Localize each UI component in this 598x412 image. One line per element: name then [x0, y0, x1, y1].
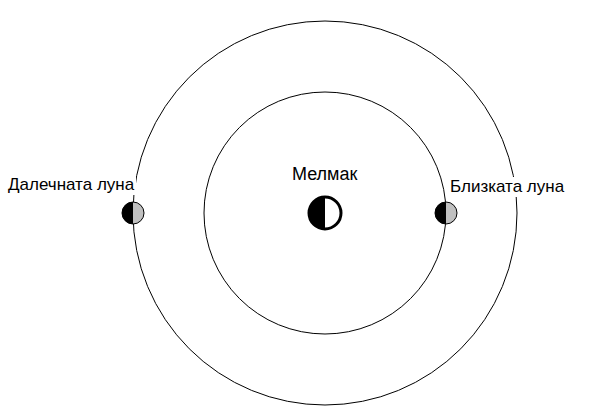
- far-moon-label: Далечната луна: [6, 175, 136, 195]
- near-moon-symbol: [435, 202, 457, 224]
- near-moon-label: Близката луна: [448, 177, 566, 197]
- far-moon-symbol: [122, 202, 144, 224]
- planet-name: Мелмак: [290, 164, 359, 184]
- outer-orbit: [133, 21, 517, 405]
- inner-orbit: [204, 92, 446, 334]
- planet-symbol: [309, 197, 341, 229]
